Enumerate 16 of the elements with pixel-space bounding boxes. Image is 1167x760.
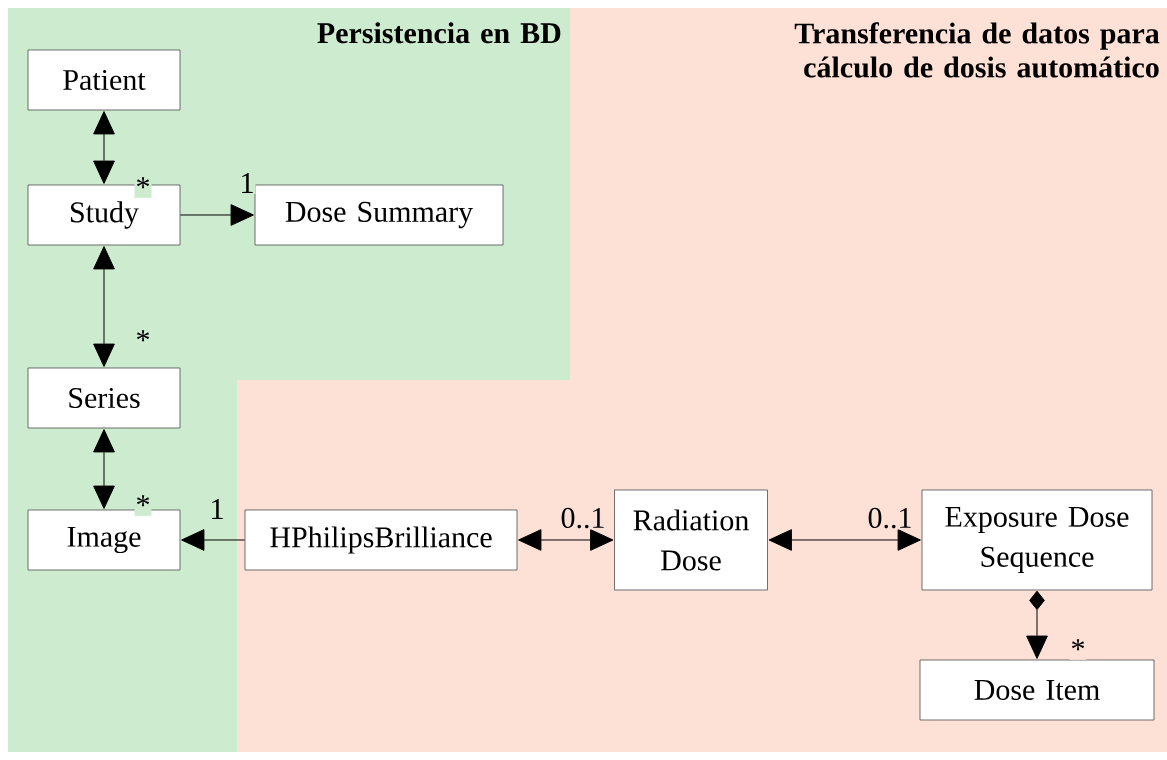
class-box: Radiation Dose (614, 489, 768, 591)
class-box: Dose Summary (254, 184, 504, 246)
arrow (181, 529, 246, 551)
class-box: Series (27, 367, 181, 429)
arrow (93, 429, 115, 509)
class-box: Exposure Dose Sequence (921, 489, 1153, 591)
arrow (1026, 590, 1048, 659)
arrow (518, 529, 614, 551)
arrow (768, 529, 921, 551)
class-box: Dose Item (919, 659, 1155, 721)
class-box: Patient (27, 49, 181, 111)
class-box: Image (27, 509, 181, 571)
arrow (93, 111, 115, 184)
class-box: HPhilipsBrilliance (244, 509, 518, 571)
arrow (93, 246, 115, 367)
arrow (179, 204, 254, 226)
